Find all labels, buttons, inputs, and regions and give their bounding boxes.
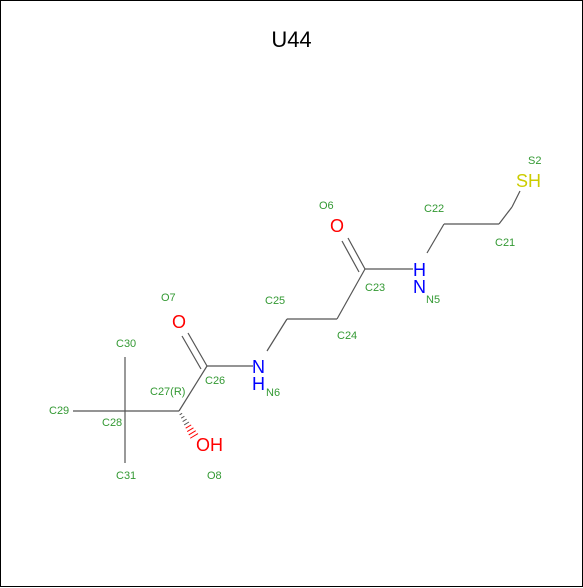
bonds — [73, 190, 521, 463]
atom-symbol-o8: OH — [196, 435, 223, 455]
hash-segment — [189, 433, 199, 439]
atom-name-c29: C29 — [49, 405, 69, 417]
molecule-title: U44 — [271, 27, 312, 52]
bond-s2-c21 — [511, 190, 521, 208]
atom-name-c24: C24 — [337, 330, 357, 342]
atom-symbol-o7: O — [172, 312, 186, 332]
bond-c26-o7-b — [181, 335, 202, 370]
atom-name-s2: S2 — [528, 155, 541, 167]
hash-segment — [186, 427, 194, 432]
hash-segment — [179, 412, 183, 416]
atom-name-c27: C27(R) — [150, 386, 185, 398]
atom-name-c25: C25 — [265, 295, 285, 307]
atom-symbol-o6: O — [330, 216, 344, 236]
atom-symbol-n6-n: N — [252, 357, 265, 377]
atom-name-c21: C21 — [495, 237, 515, 249]
bond-c26-c27 — [178, 365, 208, 412]
atom-name-c23: C23 — [365, 282, 385, 294]
hash-segment — [188, 430, 196, 436]
hash-segment — [183, 421, 190, 426]
atom-name-c28: C28 — [102, 417, 122, 429]
bond-c25-n6 — [266, 318, 288, 352]
atom-symbol-n6-h: H — [252, 374, 265, 394]
bond-c23-o6-b — [341, 240, 360, 273]
bond-c22-n5b — [426, 223, 445, 254]
atom-symbols: SH O O OH H N N H — [172, 171, 541, 455]
bond-c21-c22 — [498, 206, 513, 225]
bond-c26-o7-a — [187, 332, 208, 367]
atom-name-c26: C26 — [205, 375, 225, 387]
bond-c23-o6-a — [347, 237, 366, 270]
bond-c23-c24 — [336, 268, 366, 320]
atom-symbol-n5-n: N — [413, 277, 426, 297]
atom-name-n5: N5 — [426, 294, 440, 306]
atom-names: S2 O6 C22 C21 C23 N5 O7 C25 C24 C30 C26 … — [49, 155, 541, 482]
atom-name-o6: O6 — [319, 200, 334, 212]
atom-name-o7: O7 — [161, 292, 176, 304]
atom-name-c31: C31 — [116, 470, 136, 482]
atom-name-c30: C30 — [116, 338, 136, 350]
hash-segment — [180, 415, 185, 419]
atom-name-c22: C22 — [424, 203, 444, 215]
atom-name-o8: O8 — [207, 470, 222, 482]
atom-symbol-n5-h: H — [413, 260, 426, 280]
hash-segment — [185, 424, 192, 429]
atom-symbol-s2: SH — [516, 171, 541, 191]
atom-name-n6: N6 — [266, 387, 280, 399]
stereo-hash-bond — [179, 412, 199, 439]
hash-segment — [182, 418, 187, 422]
